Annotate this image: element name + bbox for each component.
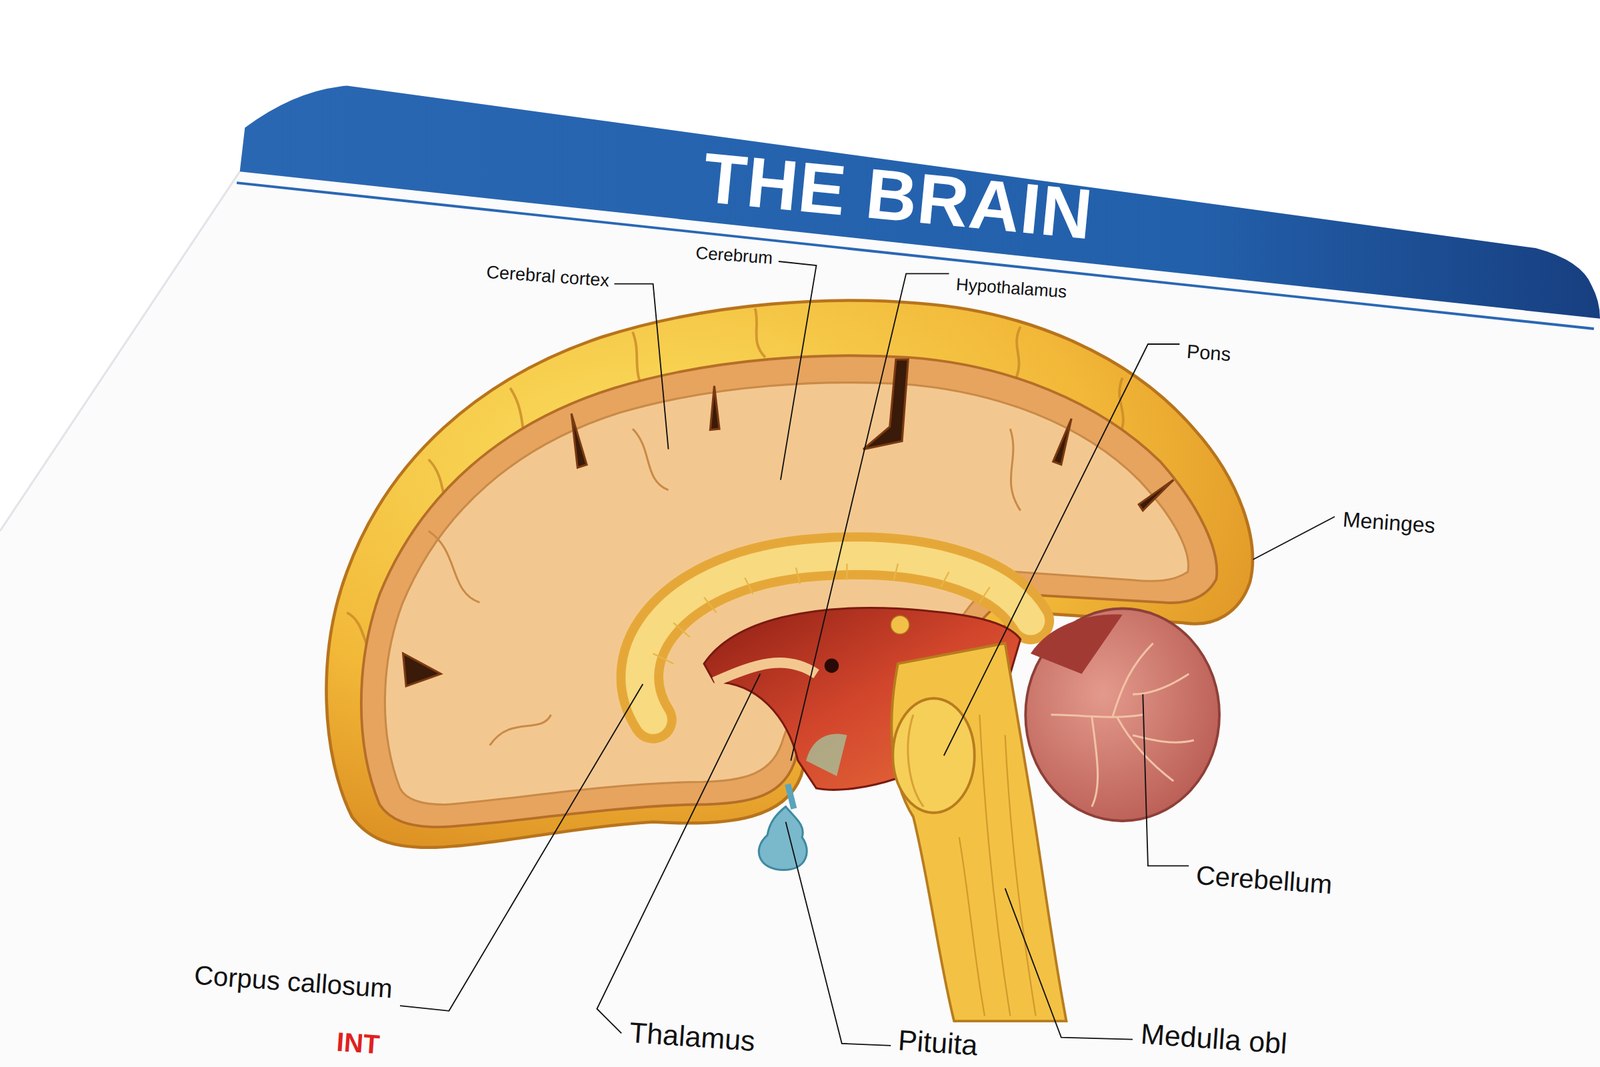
pons	[892, 698, 974, 812]
leader-line	[596, 674, 760, 1034]
leader-line	[944, 344, 1180, 756]
leader-lines	[400, 261, 1335, 1046]
fornix	[714, 662, 816, 682]
leader-line	[1005, 888, 1133, 1040]
part-label: INT	[336, 1026, 381, 1059]
part-label: Pituita	[896, 1024, 979, 1062]
poster-edge	[0, 171, 240, 531]
leader-line	[790, 273, 949, 760]
poster-sheet	[0, 171, 1600, 1067]
hypothalamus-area	[806, 733, 847, 776]
leader-line	[1142, 694, 1189, 866]
leader-line	[786, 822, 892, 1046]
leader-line	[1253, 516, 1335, 560]
header-band	[240, 86, 1600, 319]
pineal-dot	[890, 615, 910, 634]
cerebral-cortex	[326, 300, 1253, 848]
leader-line	[614, 284, 668, 450]
leader-line	[400, 684, 643, 1011]
cerebellum	[1025, 608, 1220, 821]
pituitary-gland	[758, 806, 807, 870]
leader-line	[778, 261, 817, 480]
pituitary-stalk	[788, 784, 794, 809]
pons-shading	[908, 714, 924, 807]
part-label: Pons	[1186, 340, 1232, 365]
cerebellum-fold	[1030, 614, 1123, 674]
ventricle-dot	[824, 658, 839, 673]
arbor-vitae	[1051, 643, 1194, 807]
